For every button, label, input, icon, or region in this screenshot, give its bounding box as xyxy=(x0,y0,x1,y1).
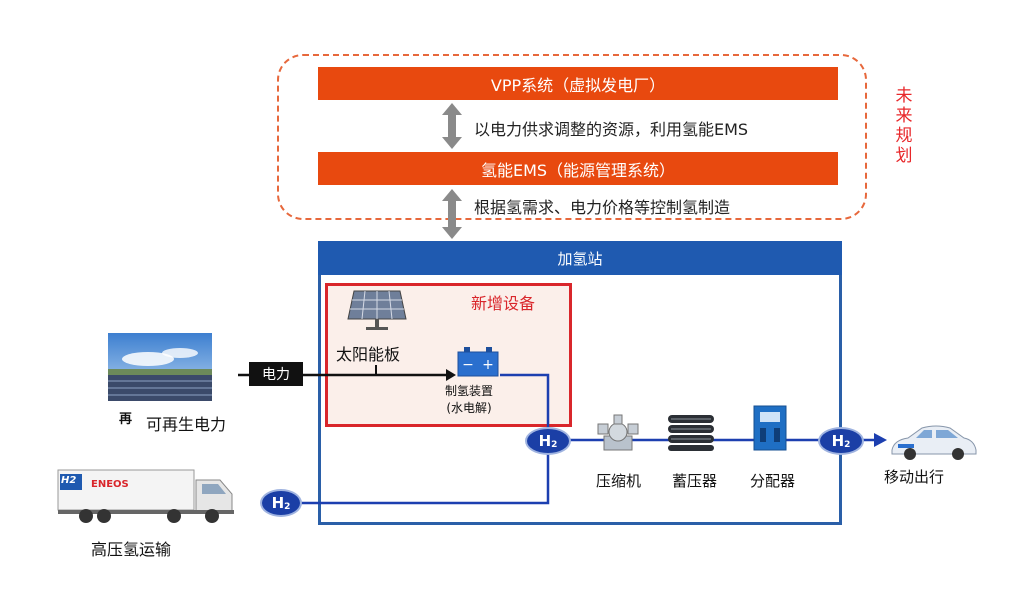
solar-panel-icon xyxy=(347,290,407,330)
h2-badge-sub: 2 xyxy=(551,440,558,450)
truck-label: 高压氢运输 xyxy=(91,540,172,559)
hydrogen-ems-label: 氢能EMS（能源管理系统） xyxy=(480,160,676,180)
hydrogen-truck-icon xyxy=(57,469,234,523)
dispenser-label: 分配器 xyxy=(750,472,796,490)
future-plan-frame xyxy=(277,54,867,220)
truck-h2-text: H2 xyxy=(61,475,77,486)
truck-h2-pipe xyxy=(300,440,550,505)
renewable-power-label: 可再生电力 xyxy=(146,415,227,434)
truck-brand-text: ENEOS xyxy=(91,479,129,490)
dispenser-icon xyxy=(753,405,787,451)
vpp-ems-note: 以电力供求调整的资源，利用氢能EMS xyxy=(474,120,749,139)
electrolyzer-icon: − + xyxy=(457,347,499,377)
electrolyzer-sub-label: (水电解) xyxy=(446,401,492,415)
compressor-icon xyxy=(597,414,639,451)
electrolyzer-label: 制氢装置 xyxy=(444,384,493,398)
solar-farm-photo xyxy=(108,333,212,401)
power-tag: 电力 xyxy=(249,362,303,386)
power-tag-label: 电力 xyxy=(262,367,290,383)
power-arrow xyxy=(446,369,456,381)
svg-text:−: − xyxy=(462,357,474,373)
double-arrow-icon xyxy=(442,189,462,239)
h2-badge-sub: 2 xyxy=(844,440,851,450)
new-equipment-title: 新增设备 xyxy=(471,294,536,313)
hydrogen-station-header: 加氢站 xyxy=(318,241,842,275)
mobility-label: 移动出行 xyxy=(884,468,945,486)
double-arrow-icon xyxy=(442,103,462,149)
electrolyzer-h2-pipe xyxy=(500,373,550,440)
svg-text:+: + xyxy=(482,357,494,373)
output-arrow xyxy=(874,433,887,447)
accumulator-label: 蓄压器 xyxy=(672,472,718,490)
h2-badge-sub: 2 xyxy=(284,502,291,512)
ems-station-note: 根据氢需求、电力价格等控制氢制造 xyxy=(474,198,731,217)
hydrogen-ems-bar: 氢能EMS（能源管理系统） xyxy=(318,152,838,185)
accumulator-icon xyxy=(668,415,714,451)
h2-badge-main: H xyxy=(271,494,285,512)
renewable-icon-text: 再 xyxy=(119,412,133,427)
h2-badge-main: H xyxy=(538,432,552,450)
vpp-system-label: VPP系统（虚拟发电厂） xyxy=(490,75,666,95)
vpp-system-bar: VPP系统（虚拟发电厂） xyxy=(318,67,838,100)
h2-badge-main: H xyxy=(831,432,845,450)
future-plan-title: 未来规划 xyxy=(895,86,913,166)
hydrogen-station-title: 加氢站 xyxy=(557,249,603,268)
solar-panel-label: 太阳能板 xyxy=(336,345,401,364)
electrolyzer-label-block: 制氢装置 (水电解) xyxy=(434,383,504,417)
compressor-label: 压缩机 xyxy=(596,472,642,490)
fuel-cell-car-icon xyxy=(891,425,977,460)
